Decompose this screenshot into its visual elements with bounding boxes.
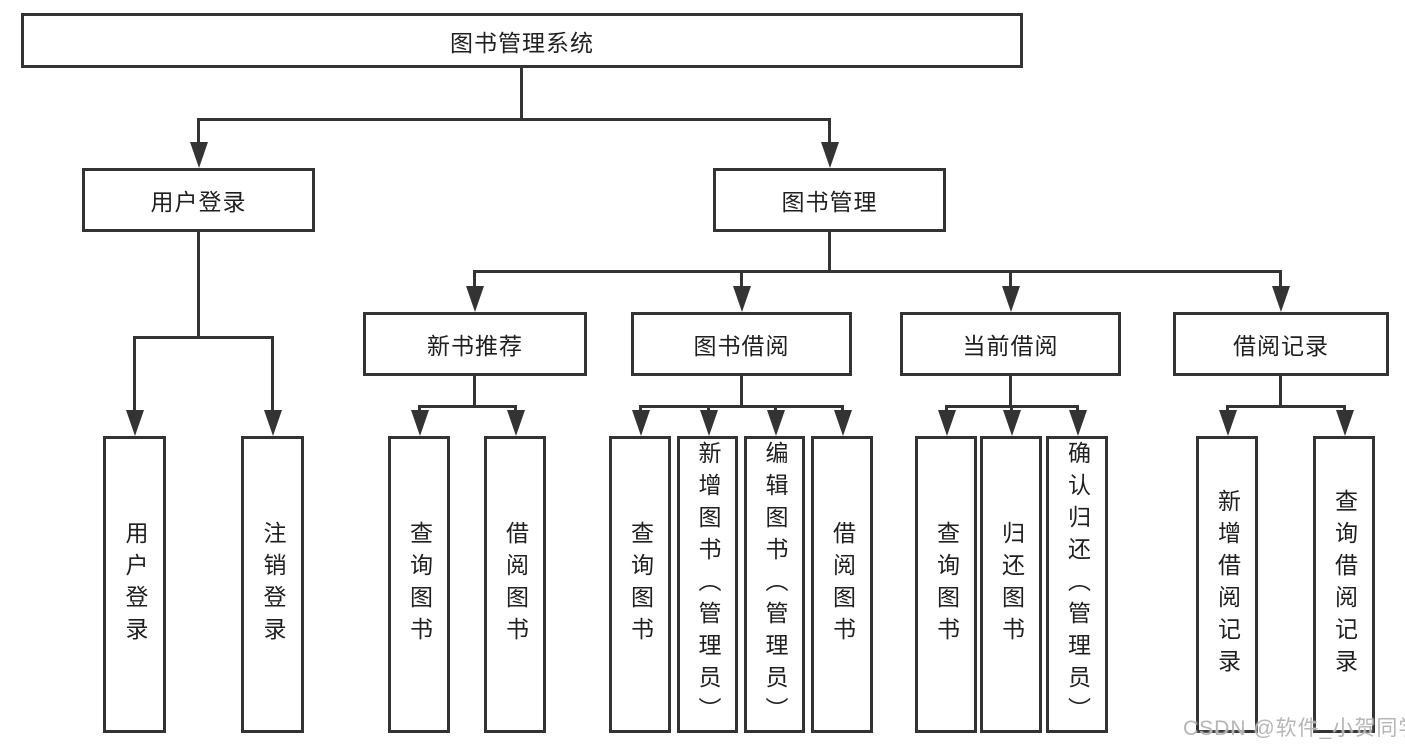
connector-line [473,376,476,408]
connector-line [197,232,200,339]
connector-line [271,336,274,412]
arrow-down-icon [632,410,650,436]
node-current-borrowing: 当前借阅 [900,312,1121,376]
node-label: 图书管理 [781,189,878,215]
arrow-down-icon [834,410,852,436]
arrow-down-icon [1003,410,1021,436]
leaf-add-borrow-record: 新增借阅记录 [1196,436,1258,733]
arrow-down-icon [1272,286,1290,312]
connector-line [133,336,274,339]
csdn-watermark: CSDN @软件_小贺同学 [1183,717,1405,740]
node-book-borrowing: 图书借阅 [631,312,852,376]
arrow-down-icon [411,410,429,436]
connector-line [1343,405,1346,412]
leaf-add-book-admin: 新增图书（管理员） [677,436,738,733]
node-label: 查询借阅记录 [1331,488,1358,681]
leaf-logout: 注销登录 [241,436,304,733]
leaf-query-books-3: 查询图书 [915,436,977,733]
connector-line [1279,270,1282,288]
node-label: 归还图书 [998,520,1025,649]
leaf-return-book: 归还图书 [980,436,1042,733]
node-borrowing-records: 借阅记录 [1173,312,1389,376]
leaf-confirm-return-admin: 确认归还（管理员） [1046,436,1108,733]
arrow-down-icon [1336,410,1354,436]
connector-line [197,118,831,121]
leaf-query-borrow-record: 查询借阅记录 [1313,436,1375,733]
connector-line [828,232,831,273]
connector-line [474,270,1282,273]
connector-line [418,405,517,408]
leaf-edit-book-admin: 编辑图书（管理员） [744,436,805,733]
node-label: 用户登录 [122,520,148,649]
leaf-query-books-1: 查询图书 [388,436,450,733]
node-label: 注销登录 [260,520,286,649]
connector-line [828,118,831,144]
node-label: 新增图书（管理员） [695,440,721,729]
node-library-management-system: 图书管理系统 [21,13,1023,68]
node-label: 借阅图书 [502,520,529,649]
connector-line [1226,405,1229,412]
arrow-down-icon [1219,410,1237,436]
arrow-down-icon [767,410,785,436]
node-label: 编辑图书（管理员） [762,440,788,729]
arrow-down-icon [1002,286,1020,312]
connector-line [1010,405,1013,412]
connector-line [520,68,523,121]
leaf-query-books-2: 查询图书 [609,436,671,733]
node-label: 图书借阅 [693,333,790,359]
connector-line [841,405,844,412]
connector-line [197,118,200,144]
connector-line [418,405,421,412]
leaf-borrow-books-1: 借阅图书 [484,436,546,733]
node-user-login: 用户登录 [82,168,315,232]
arrow-down-icon [264,410,282,436]
node-book-management: 图书管理 [713,168,946,232]
connector-line [774,405,777,412]
connector-line [1076,405,1079,412]
node-label: 查询图书 [406,520,433,649]
node-label: 确认归还（管理员） [1064,440,1091,729]
connector-line [1009,376,1012,408]
arrow-down-icon [700,410,718,436]
leaf-user-login: 用户登录 [103,436,166,733]
node-label: 用户登录 [150,189,247,215]
node-label: 新书推荐 [427,333,523,359]
node-new-book-recommendation: 新书推荐 [363,312,587,376]
node-label: 当前借阅 [962,333,1059,359]
connector-line [473,270,476,288]
arrow-down-icon [507,410,525,436]
connector-line [639,405,642,412]
node-label: 查询图书 [933,520,960,649]
arrow-down-icon [938,410,956,436]
arrow-down-icon [821,142,839,168]
connector-line [1226,405,1346,408]
connector-line [945,405,948,412]
arrow-down-icon [733,286,751,312]
connector-line [740,270,743,288]
arrow-down-icon [190,142,208,168]
connector-line [514,405,517,412]
connector-line [740,376,743,408]
leaf-borrow-books-2: 借阅图书 [811,436,873,733]
connector-line [1009,270,1012,288]
node-label: 借阅记录 [1233,333,1329,359]
arrow-down-icon [466,286,484,312]
node-label: 借阅图书 [829,520,856,649]
connector-line [1279,376,1282,408]
connector-line [639,405,844,408]
node-label: 图书管理系统 [450,29,594,56]
arrow-down-icon [1069,410,1087,436]
node-label: 查询图书 [627,520,654,649]
node-label: 新增借阅记录 [1214,488,1241,681]
connector-line [707,405,710,412]
connector-line [133,336,136,412]
arrow-down-icon [126,410,144,436]
